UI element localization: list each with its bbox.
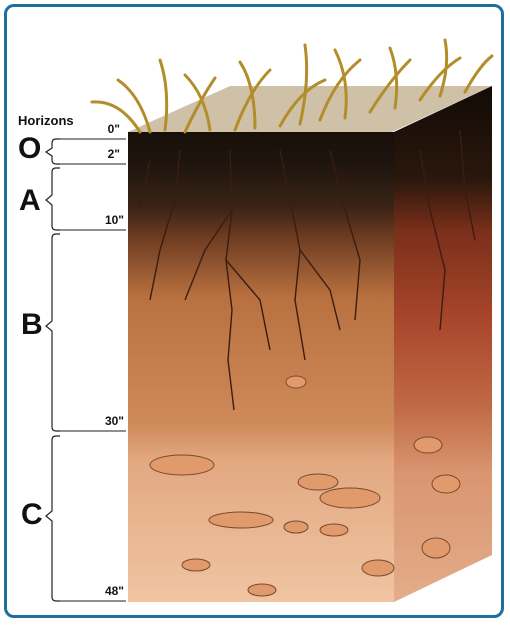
soil-front-face bbox=[128, 132, 394, 602]
horizon-label-o: O bbox=[18, 132, 42, 165]
pebbles bbox=[149, 375, 461, 597]
brace-b bbox=[45, 233, 60, 432]
horizon-label-a: A bbox=[19, 184, 41, 217]
brace-o bbox=[44, 138, 60, 165]
horizons-title: Horizons bbox=[18, 113, 74, 128]
horizon-braces bbox=[44, 138, 60, 602]
depth-label-48: 48" bbox=[104, 584, 124, 598]
grass bbox=[90, 38, 494, 134]
brace-c bbox=[45, 435, 60, 602]
depth-label-10: 10" bbox=[104, 213, 124, 227]
depth-label-30: 30" bbox=[104, 414, 124, 428]
soil-side-face bbox=[394, 86, 492, 602]
brace-a bbox=[45, 167, 60, 231]
depth-label-2: 2" bbox=[107, 147, 120, 161]
roots bbox=[139, 129, 476, 411]
soil-top-surface bbox=[128, 86, 492, 132]
depth-label-0: 0" bbox=[107, 122, 120, 136]
depth-ticks bbox=[60, 138, 126, 602]
horizon-label-c: C bbox=[21, 498, 43, 531]
horizon-label-b: B bbox=[21, 308, 43, 341]
